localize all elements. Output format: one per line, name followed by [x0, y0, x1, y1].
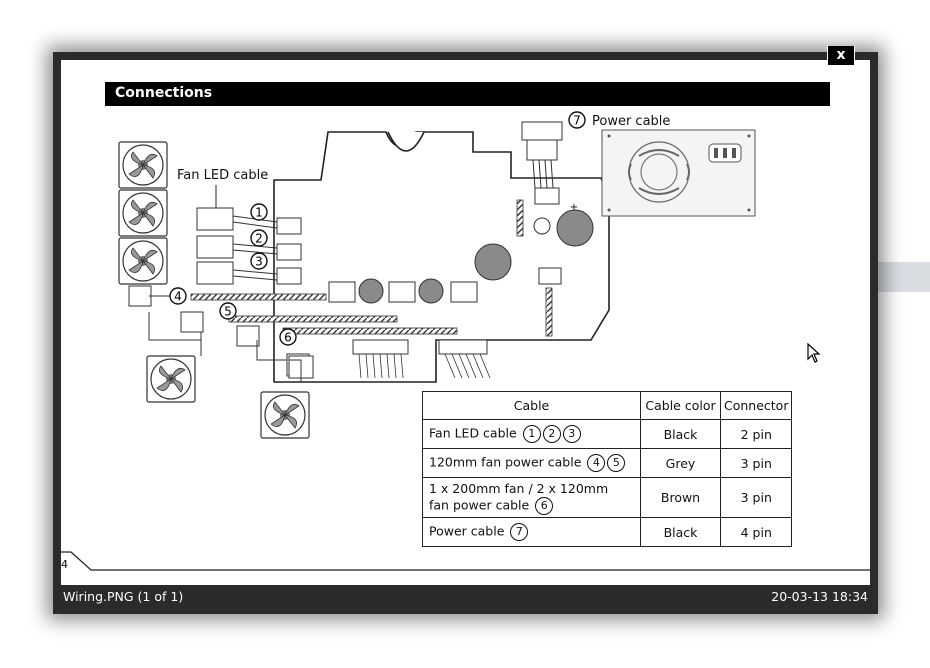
svg-text:7: 7 [573, 114, 581, 128]
image-frame: Connections [61, 60, 870, 585]
callout-5: 5 [219, 302, 237, 320]
fan-led-cable-label: Fan LED cable [177, 168, 268, 183]
svg-text:1: 1 [255, 206, 263, 220]
callout-4: 4 [169, 287, 187, 305]
table-row: Power cable 7 Black 4 pin [422, 517, 793, 547]
close-icon: x [836, 47, 846, 63]
section-header: Connections [105, 82, 830, 106]
callout-3: 3 [250, 252, 268, 270]
psu-icon [601, 129, 756, 217]
cable-spec-table: Cable Cable color Connector Fan LED cabl… [422, 391, 793, 547]
svg-text:3: 3 [255, 255, 263, 269]
callout-2: 2 [250, 229, 268, 247]
svg-text:4: 4 [174, 290, 182, 304]
power-cable-label: Power cable [592, 114, 670, 129]
col-header-connector: Connector [719, 391, 793, 420]
svg-text:+: + [570, 202, 578, 213]
col-header-cable-color: Cable color [640, 391, 721, 420]
image-lightbox: Connections [53, 52, 878, 614]
section-title: Connections [115, 85, 213, 101]
page-number: 4 [61, 558, 68, 571]
col-header-cable: Cable [422, 391, 641, 420]
svg-text:5: 5 [224, 305, 232, 319]
mouse-cursor-icon [807, 343, 821, 363]
callout-6: 6 [279, 328, 297, 346]
svg-text:6: 6 [284, 331, 292, 345]
image-timestamp: 20-03-13 18:34 [771, 589, 868, 604]
callout-7: 7 [568, 111, 586, 129]
callout-1: 1 [250, 203, 268, 221]
image-caption: Wiring.PNG (1 of 1) [63, 589, 184, 604]
close-button[interactable]: x [827, 46, 855, 66]
svg-text:2: 2 [255, 232, 263, 246]
table-header-row: Cable Cable color Connector [422, 391, 793, 420]
wiring-diagram: Fan LED cable 1 2 3 [61, 111, 870, 571]
